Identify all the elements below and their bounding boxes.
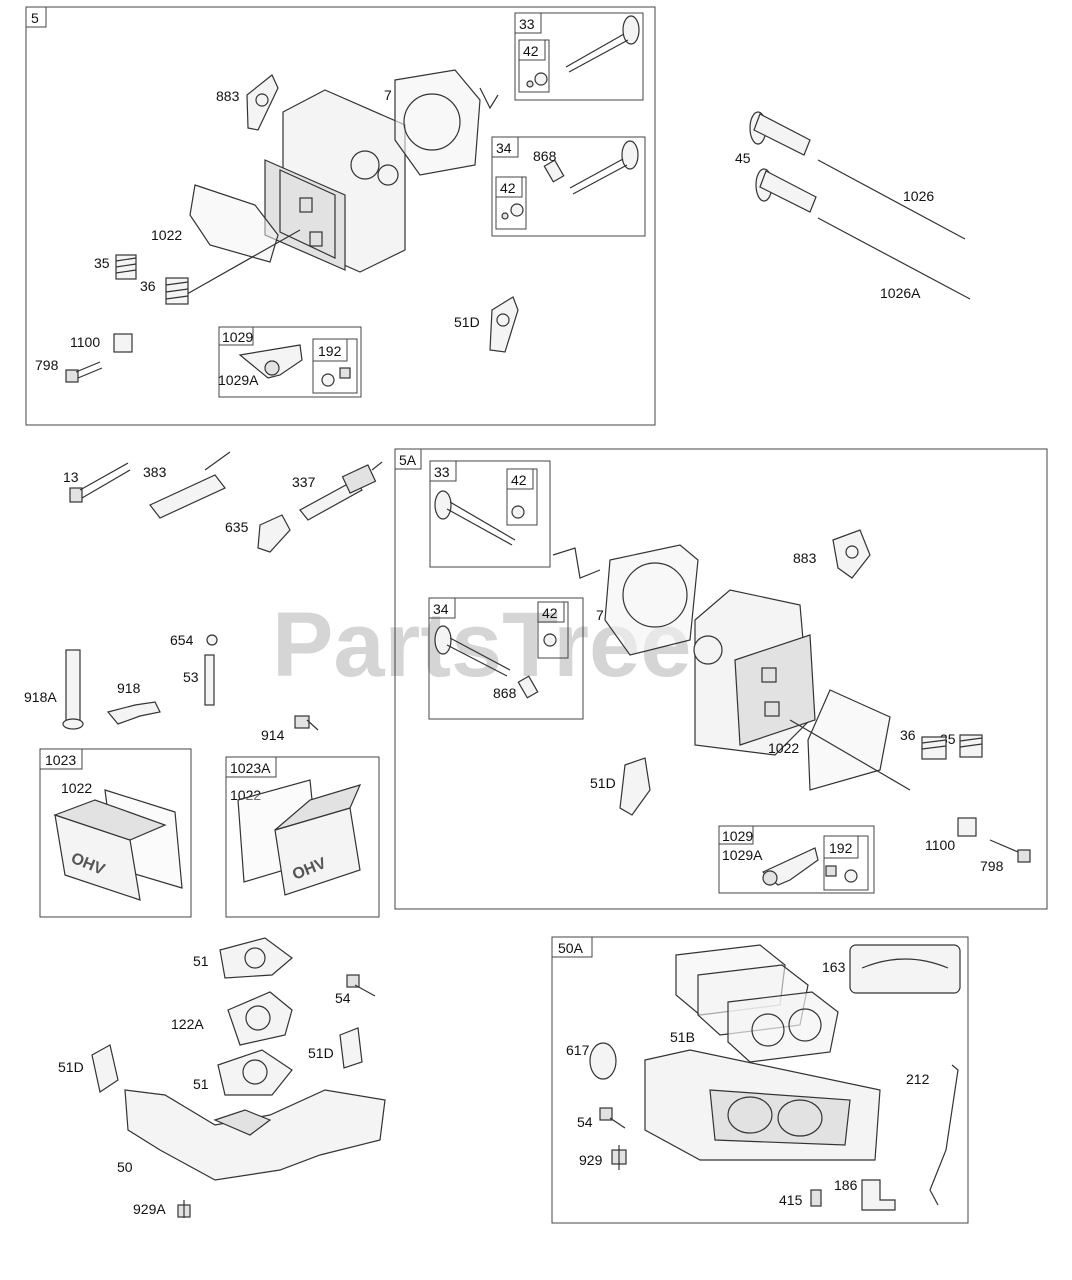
- label-383: 383: [143, 464, 167, 480]
- label-868: 868: [533, 148, 557, 164]
- label-918A: 918A: [24, 689, 57, 705]
- group-34b-label: 34: [433, 601, 449, 617]
- group-1029-label: 1029: [222, 329, 253, 345]
- label-635: 635: [225, 519, 249, 535]
- label-1022-5A: 1022: [768, 740, 799, 756]
- label-798: 798: [35, 357, 59, 373]
- label-36-5A: 36: [900, 727, 916, 743]
- label-51b: 51: [193, 1076, 209, 1092]
- label-50: 50: [117, 1159, 133, 1175]
- label-53: 53: [183, 669, 199, 685]
- label-45: 45: [735, 150, 751, 166]
- group-5: 5 33 42 34 42 868: [25, 6, 656, 426]
- group-192b-label: 192: [829, 840, 853, 856]
- intake-valve-part: [569, 140, 639, 195]
- label-883-5A: 883: [793, 550, 817, 566]
- group-1029b-label: 1029: [722, 828, 753, 844]
- label-929A: 929A: [133, 1201, 166, 1217]
- label-1026: 1026: [903, 188, 934, 204]
- label-186: 186: [834, 1177, 858, 1193]
- group-50A: 50A 163 51B 617 212 54 929 186 415: [551, 936, 969, 1224]
- group-1023A-label: 1023A: [230, 760, 271, 776]
- label-7-5A: 7: [596, 607, 604, 623]
- cylinder-head-part: [264, 89, 406, 273]
- label-13: 13: [63, 469, 79, 485]
- label-654: 654: [170, 632, 194, 648]
- spring-36-5A: [921, 736, 947, 760]
- label-1100-5A: 1100: [925, 837, 955, 853]
- group-1023-label: 1023: [45, 752, 76, 768]
- group-33b-label: 33: [434, 464, 450, 480]
- spring-35: [115, 254, 137, 280]
- head-gasket-part: [394, 69, 481, 176]
- label-914: 914: [261, 727, 285, 743]
- label-617: 617: [566, 1042, 590, 1058]
- label-35: 35: [94, 255, 110, 271]
- spring-36: [165, 277, 189, 305]
- label-51D-left: 51D: [58, 1059, 84, 1075]
- label-51D-5A: 51D: [590, 775, 616, 791]
- label-163: 163: [822, 959, 846, 975]
- label-868-5A: 868: [493, 685, 517, 701]
- label-36: 36: [140, 278, 156, 294]
- label-415: 415: [779, 1192, 803, 1208]
- label-1022-cover2: 1022: [230, 787, 261, 803]
- label-54: 54: [335, 990, 351, 1006]
- pushrod-group: 45 1026 1026A: [735, 111, 971, 301]
- group-42c-label: 42: [511, 472, 527, 488]
- hardware-middle: 13 383 337 635 654 53 918A 918 914: [24, 451, 383, 743]
- spring-35-5A: [959, 734, 983, 758]
- group-1023: 1023 1022 OHV: [39, 748, 192, 918]
- label-883: 883: [216, 88, 240, 104]
- exhaust-valve-part: [565, 15, 640, 73]
- group-192-label: 192: [318, 343, 342, 359]
- group-42b-label: 42: [500, 180, 516, 196]
- group-5A: 5A 33 42 34 42 868 7: [394, 448, 1048, 910]
- group-34-label: 34: [496, 140, 512, 156]
- cylinder-head-5A: [693, 589, 816, 756]
- manifold-50-group: 51 54 122A 51 51D 51D 50 929A: [58, 937, 386, 1218]
- label-1026A: 1026A: [880, 285, 921, 301]
- label-51B: 51B: [670, 1029, 695, 1045]
- label-929: 929: [579, 1152, 603, 1168]
- group-5A-label: 5A: [399, 452, 417, 468]
- label-337: 337: [292, 474, 316, 490]
- group-1023A: 1023A 1022 OHV: [225, 756, 380, 918]
- label-1029A: 1029A: [218, 372, 259, 388]
- group-50A-label: 50A: [558, 940, 584, 956]
- bolt-798: [65, 361, 103, 383]
- label-51D: 51D: [454, 314, 480, 330]
- label-1100: 1100: [70, 334, 100, 350]
- label-51D-right: 51D: [308, 1045, 334, 1061]
- label-122A: 122A: [171, 1016, 204, 1032]
- label-212: 212: [906, 1071, 930, 1087]
- label-918: 918: [117, 680, 141, 696]
- label-1022-cover: 1022: [61, 780, 92, 796]
- group-42-label: 42: [523, 43, 539, 59]
- group-33-label: 33: [519, 16, 535, 32]
- label-51: 51: [193, 953, 209, 969]
- label-798-5A: 798: [980, 858, 1004, 874]
- group-5-label: 5: [31, 10, 39, 26]
- head-gasket-5A: [604, 544, 699, 656]
- label-54-50A: 54: [577, 1114, 593, 1130]
- label-7: 7: [384, 87, 392, 103]
- label-1022: 1022: [151, 227, 182, 243]
- group-42d-label: 42: [542, 605, 558, 621]
- label-1029A-5A: 1029A: [722, 847, 763, 863]
- part-1100: [113, 333, 133, 353]
